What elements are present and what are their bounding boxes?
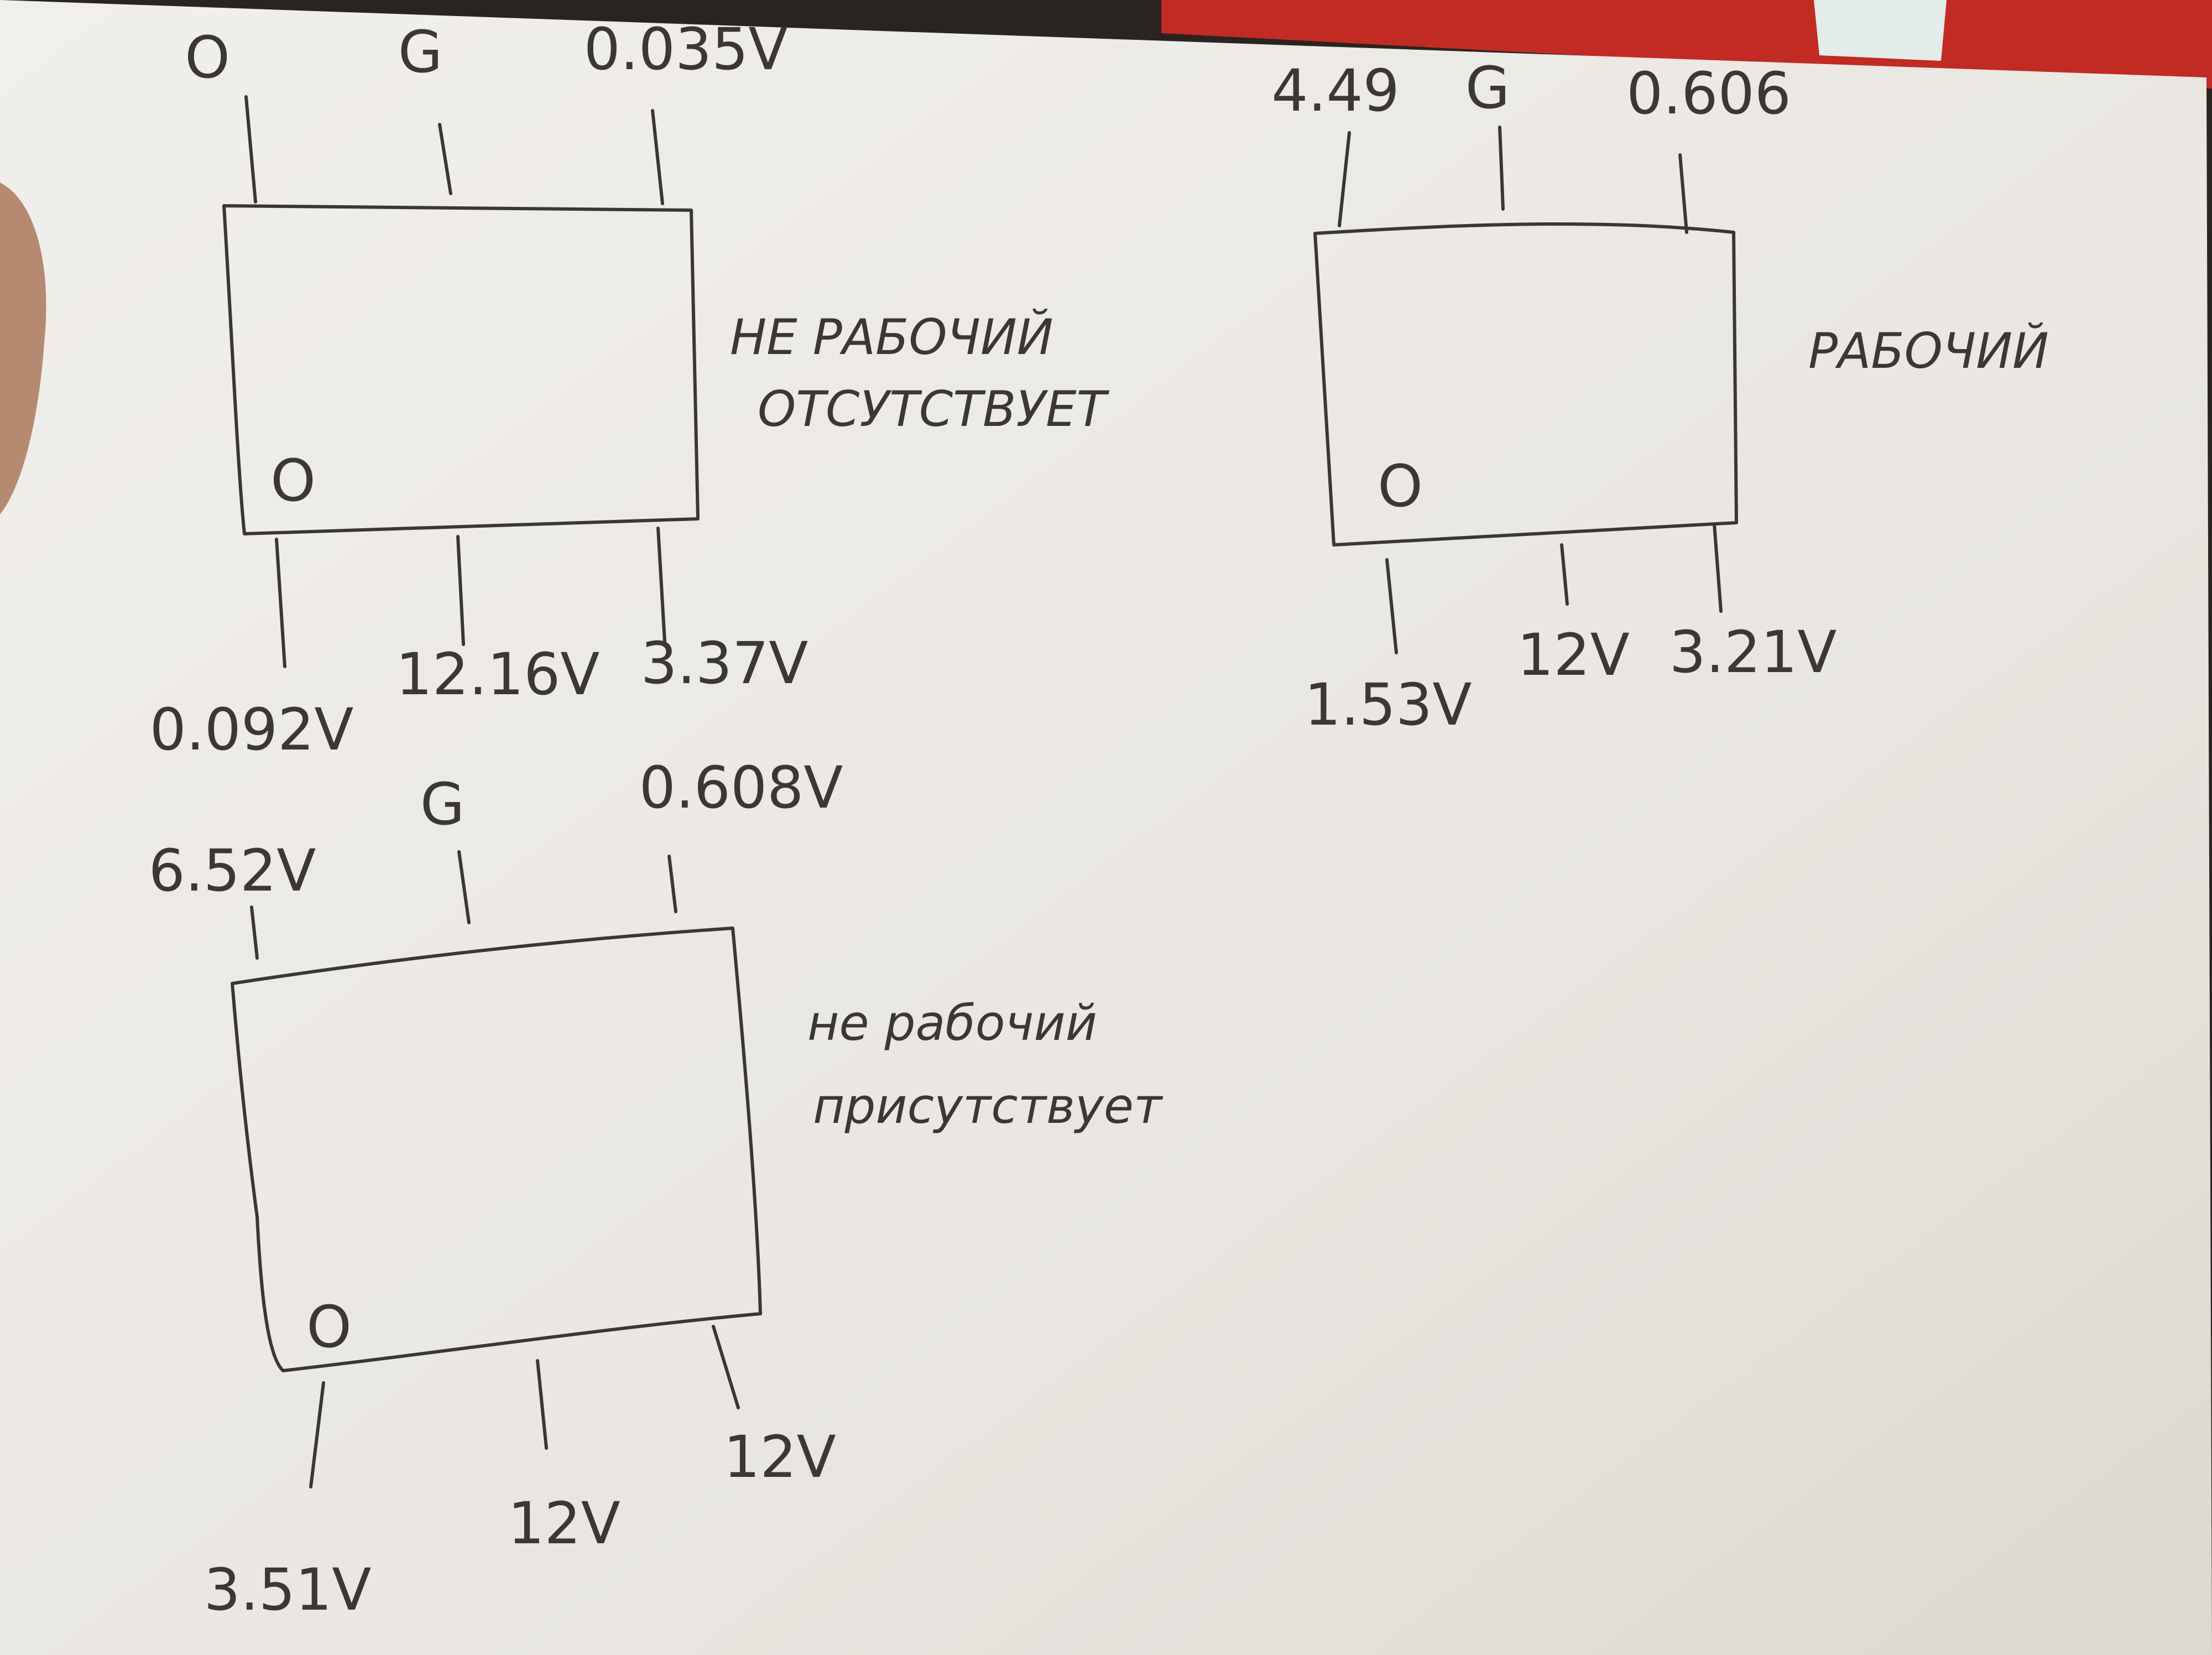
note-text: ОТСУТСТВУЕТ <box>758 381 1110 438</box>
label-top-1: O <box>185 24 230 91</box>
status-text: не рабочий <box>807 995 1097 1052</box>
label-bottom-2: 12.16V <box>396 641 600 708</box>
red-object <box>1161 0 2212 89</box>
label-bottom-3: 12V <box>723 1423 836 1491</box>
label-bottom-2: 12V <box>1517 621 1629 689</box>
status-text: НЕ РАБОЧИЙ <box>730 309 1053 366</box>
pin-bottom-2 <box>536 1359 548 1450</box>
pin-bottom-3 <box>712 1325 740 1409</box>
pin-top-3 <box>651 109 664 205</box>
label-top-1: 6.52V <box>149 837 316 904</box>
label-top-3: 0.608V <box>639 754 843 821</box>
pin-bottom-1 <box>309 1381 325 1489</box>
pin-bottom-3 <box>656 527 666 643</box>
pin1-marker: O <box>270 447 316 514</box>
label-bottom-3: 3.21V <box>1670 618 1837 686</box>
pin-bottom-1 <box>275 538 286 668</box>
diagram-3: 6.52V G 0.608V 3.51V 12V 12V O не рабочи… <box>149 754 1164 1623</box>
pin-top-2 <box>457 850 471 924</box>
label-bottom-1: 1.53V <box>1305 671 1472 738</box>
diagram-2: 4.49 G 0.606 1.53V 12V 3.21V O РАБОЧИЙ <box>1271 54 2049 738</box>
chip-body <box>222 204 700 535</box>
label-bottom-2: 12V <box>508 1490 620 1557</box>
note-text: присутствует <box>813 1078 1164 1134</box>
label-top-2: G <box>398 18 443 86</box>
chip-body <box>231 927 762 1372</box>
pin-bottom-2 <box>456 535 465 646</box>
pin-bottom-2 <box>1560 543 1569 606</box>
background-item <box>1814 0 1947 61</box>
pin-top-1 <box>244 95 257 204</box>
label-top-3: 0.035V <box>584 15 788 83</box>
label-top-1: 4.49 <box>1271 57 1400 124</box>
finger <box>0 183 46 514</box>
pin-top-2 <box>438 123 452 195</box>
label-bottom-3: 3.37V <box>641 629 808 697</box>
pin-bottom-3 <box>1713 523 1723 613</box>
pin-top-2 <box>1498 126 1505 211</box>
pin-top-1 <box>1338 131 1351 227</box>
pin1-marker: O <box>1378 452 1423 520</box>
label-top-3: 0.606 <box>1626 60 1791 127</box>
label-top-2: G <box>420 771 465 838</box>
pin1-marker: O <box>306 1293 352 1361</box>
label-bottom-1: 0.092V <box>150 696 354 763</box>
pin-top-1 <box>250 905 259 960</box>
pin-top-3 <box>667 855 677 913</box>
status-text: РАБОЧИЙ <box>1808 322 2049 379</box>
pin-bottom-1 <box>1385 558 1398 654</box>
chip-body <box>1313 222 1738 547</box>
label-top-2: G <box>1465 54 1510 122</box>
pin-top-3 <box>1678 153 1688 234</box>
label-bottom-1: 3.51V <box>204 1556 372 1623</box>
diagram-1: O G 0.035V 0.092V 12.16V 3.37V O НЕ РАБО… <box>150 15 1110 763</box>
